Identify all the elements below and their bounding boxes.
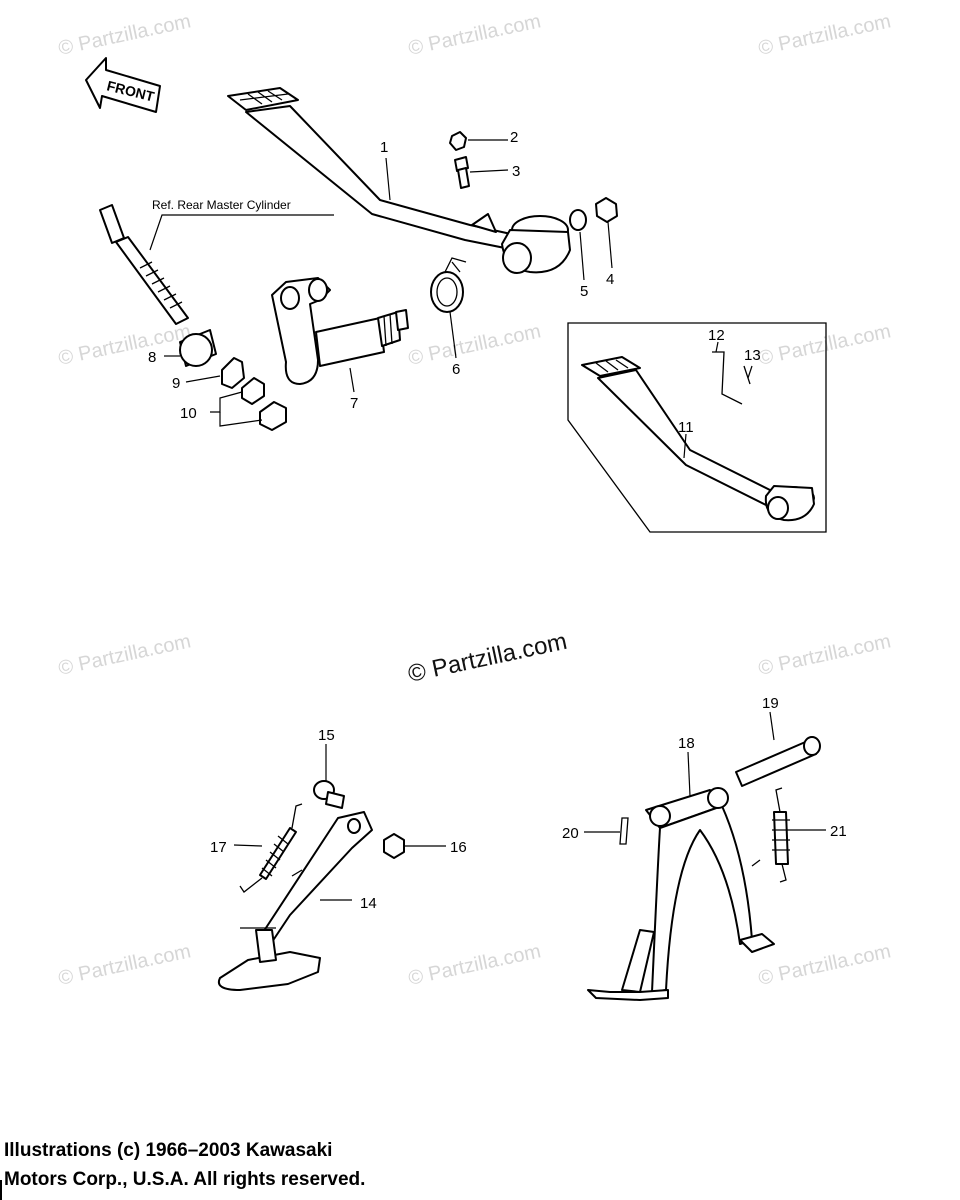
spring-part-21 [772,787,790,883]
copyright-notice: Illustrations (c) 1966–2003 Kawasaki Mot… [4,1136,365,1194]
watermark: © Partzilla.com [756,940,892,990]
callout-4: 4 [606,271,614,288]
callout-numbers: 1 2 3 4 5 6 7 8 9 10 11 12 13 14 15 16 1… [148,129,847,912]
nut-part-10b [259,401,287,431]
watermark: © Partzilla.com [56,320,192,370]
front-arrow: FRONT [85,57,161,113]
inset-part-11 [567,322,827,533]
watermark: © Partzilla.com [406,320,542,370]
reference-label: Ref. Rear Master Cylinder [152,198,291,212]
nut-part-2 [449,131,467,151]
callout-8: 8 [148,349,156,366]
pin-part-19 [735,736,821,787]
bolt-part-3 [454,156,470,189]
watermark: © Partzilla.com [756,320,892,370]
spring-part-17 [239,803,303,893]
watermark: © Partzilla.com [406,10,542,60]
nut-part-16 [383,833,405,859]
center-stand-part-18 [587,787,775,1001]
callout-13: 13 [744,347,761,364]
callout-1: 1 [380,139,388,156]
callout-3: 3 [512,163,520,180]
collar-part-9 [221,357,245,389]
callout-15: 15 [318,727,335,744]
callout-6: 6 [452,361,460,378]
callout-17: 17 [210,839,227,856]
callout-10: 10 [180,405,197,422]
copyright-line-1: Illustrations (c) 1966–2003 Kawasaki [4,1140,333,1161]
callout-21: 21 [830,823,847,840]
callout-12: 12 [708,327,725,344]
edge-mark [0,1180,2,1200]
bolt-part-15 [313,780,345,809]
nut-part-4 [595,197,618,223]
callout-2: 2 [510,129,518,146]
cotter-pin-part-20 [619,817,629,845]
brake-pedal [227,87,571,274]
nut-part-10a [241,377,265,405]
washer-part-5 [569,209,587,231]
master-cylinder-rod: Ref. Rear Master Cylinder [99,198,334,325]
callout-19: 19 [762,695,779,712]
watermark: © Partzilla.com [56,10,192,60]
callout-9: 9 [172,375,180,392]
callout-14: 14 [360,895,377,912]
callout-16: 16 [450,839,467,856]
leader-lines [164,139,826,901]
side-stand-part-14 [218,811,373,991]
callout-7: 7 [350,395,358,412]
callout-11: 11 [678,419,694,436]
copyright-line-2: Motors Corp., U.S.A. All rights reserved… [4,1169,366,1190]
watermark-main: © Partzilla.com [406,628,570,688]
pivot-shaft-part-7 [271,277,409,385]
watermark: © Partzilla.com [56,630,192,680]
callout-5: 5 [580,283,588,300]
watermark: © Partzilla.com [56,940,192,990]
spring-part-6 [430,257,467,313]
watermark: © Partzilla.com [756,10,892,60]
callout-20: 20 [562,825,579,842]
joint-part-8 [179,329,217,367]
callout-18: 18 [678,735,695,752]
watermark: © Partzilla.com [756,630,892,680]
watermark: © Partzilla.com [406,940,542,990]
